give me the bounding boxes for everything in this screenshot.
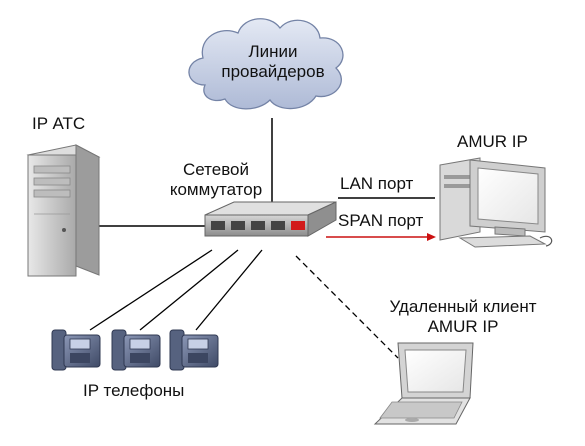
- remote-client-label-line1: Удаленный клиент: [389, 297, 537, 316]
- cloud-label: Линии провайдеров: [216, 42, 330, 82]
- remote-dashed-line: [295, 255, 399, 359]
- span-port-label: SPAN порт: [338, 211, 424, 230]
- ip-phone-2-icon: [111, 329, 161, 371]
- cloud-label-line2: провайдеров: [221, 62, 325, 81]
- switch-label-line2: коммутатор: [169, 180, 263, 199]
- pbx-server-icon: [26, 144, 101, 277]
- span-arrow-head: [427, 233, 436, 241]
- provider-cloud-icon: [188, 18, 344, 110]
- connection-lines: [89, 118, 436, 359]
- phone1-line: [89, 249, 213, 331]
- switch-label: Сетевой коммутатор: [160, 160, 272, 200]
- remote-client-label-line2: AMUR IP: [427, 317, 499, 336]
- lan-port-label: LAN порт: [340, 174, 414, 193]
- amur-ip-computer-icon: [439, 157, 553, 248]
- phone2-line: [139, 249, 239, 331]
- pbx-label: IP АТС: [32, 114, 86, 133]
- network-switch-icon: [204, 201, 337, 237]
- switch-label-line1: Сетевой: [182, 160, 249, 179]
- ip-phone-1-icon: [51, 329, 101, 371]
- ip-phone-3-icon: [169, 329, 219, 371]
- amur-ip-label: AMUR IP: [457, 132, 528, 151]
- remote-laptop-icon: [373, 342, 474, 425]
- ip-phones-label: IP телефоны: [83, 381, 185, 400]
- phone3-line: [195, 249, 263, 331]
- cloud-label-line1: Линии: [248, 42, 298, 61]
- remote-client-label: Удаленный клиент AMUR IP: [376, 297, 550, 337]
